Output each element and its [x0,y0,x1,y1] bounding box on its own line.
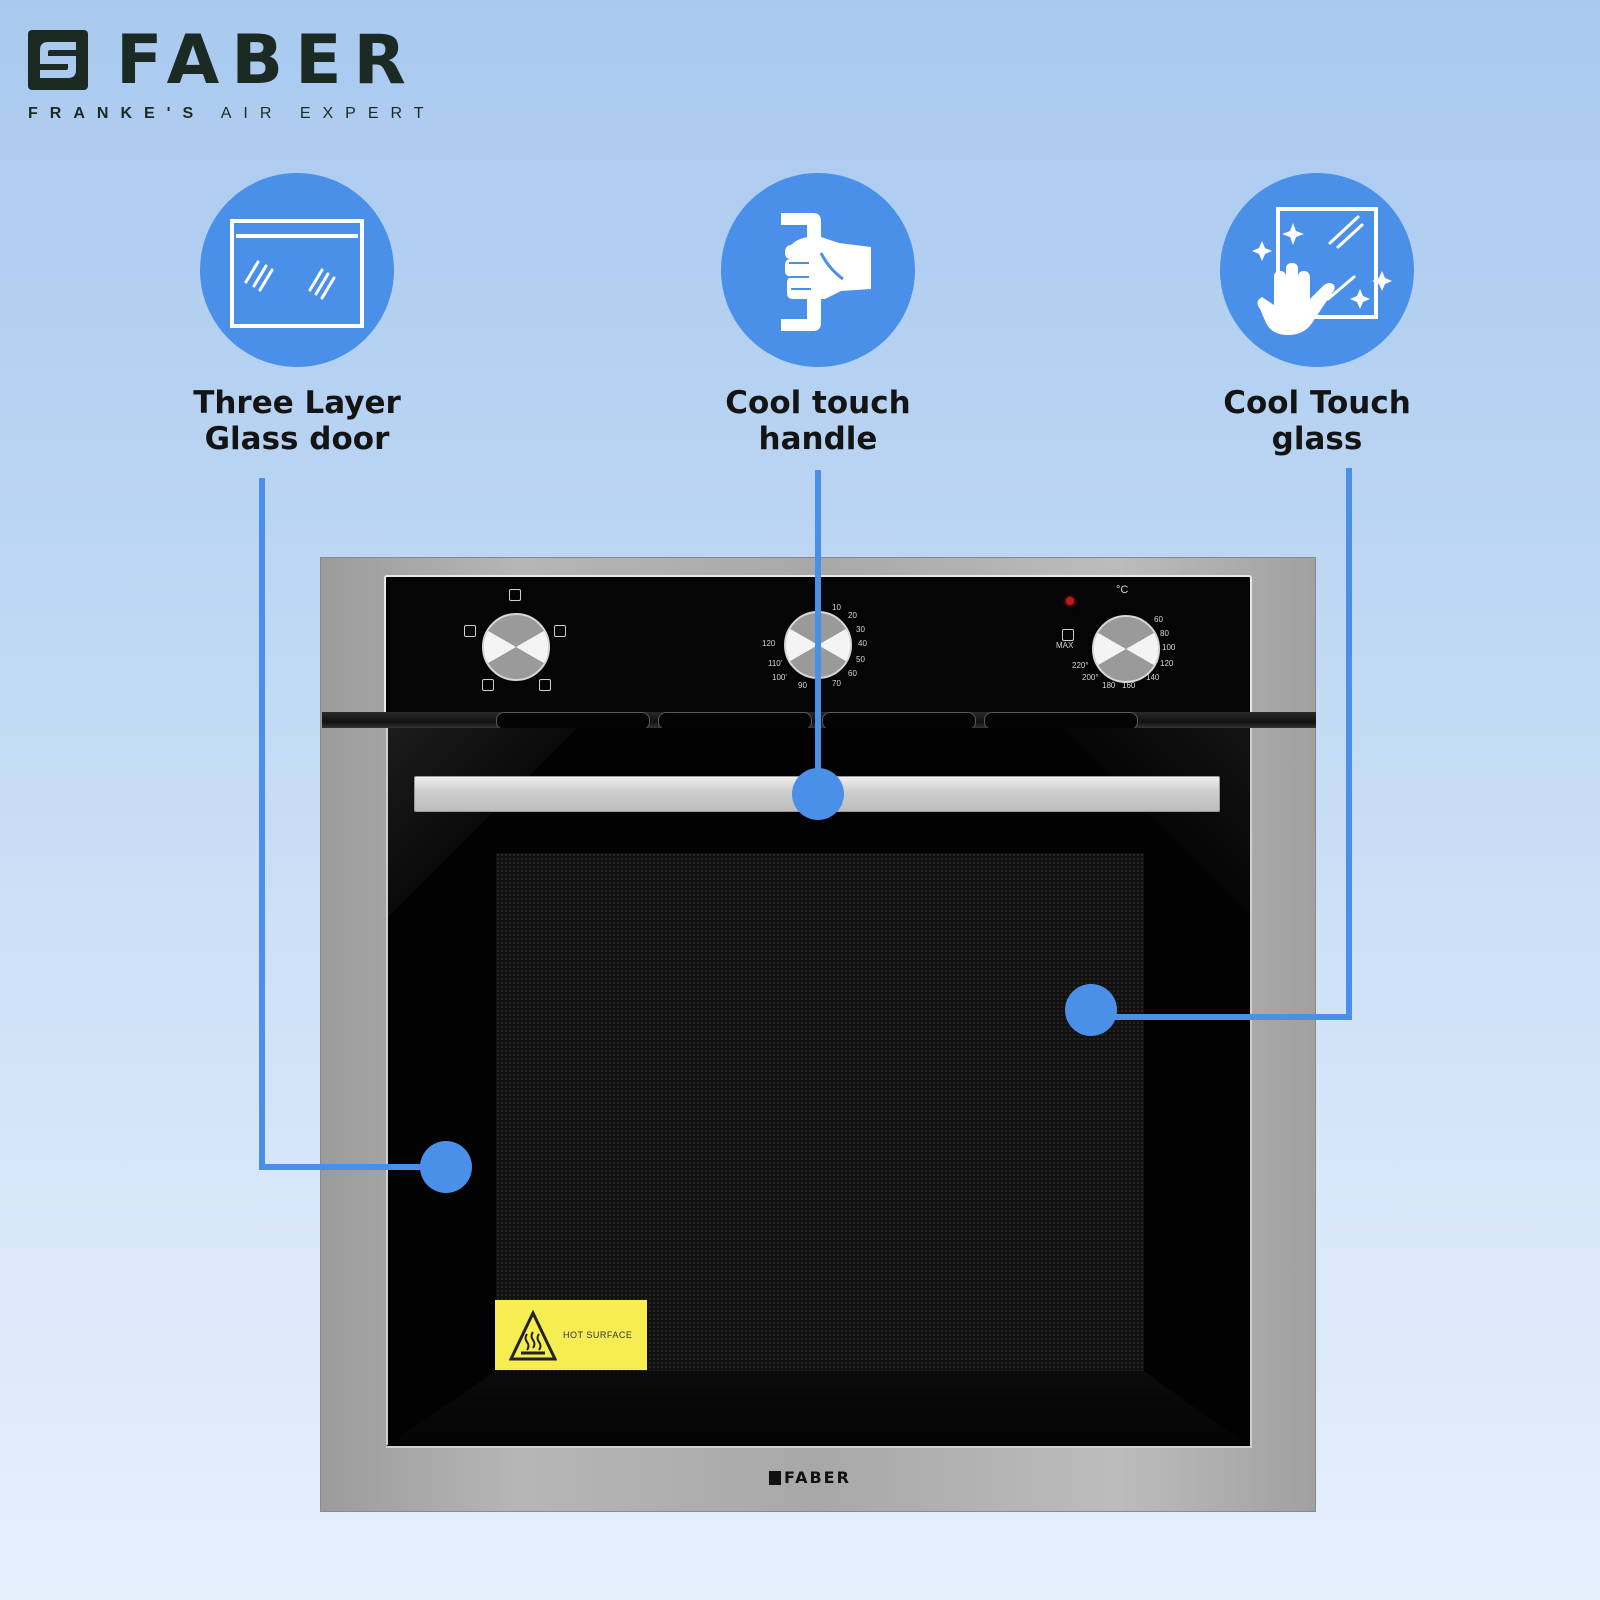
timer-label: 90 [798,681,807,690]
timer-label: 110' [768,659,783,668]
hand-grip-handle-icon [721,173,915,367]
oven-window-glass [496,853,1144,1371]
timer-label: 60 [848,669,857,678]
feature-three-layer-glass: Three Layer Glass door [147,173,447,457]
timer-label: 10 [832,603,841,612]
temp-label: 200° [1082,673,1099,682]
timer-label: 100' [772,673,787,682]
max-label: MAX [1056,641,1074,650]
glass-door-icon [200,173,394,367]
feature-label: Cool Touch glass [1223,385,1411,457]
function-knob[interactable] [482,613,550,681]
feature-label: Cool touch handle [725,385,911,457]
top-bottom-heat-icon [539,679,551,691]
faber-logo-icon [769,1471,781,1485]
max-grill-icon [1062,629,1074,641]
warning-text: HOT SURFACE [563,1330,633,1340]
temp-label: 120 [1160,659,1174,668]
hot-surface-warning-icon [509,1310,557,1361]
timer-label: 120 [762,639,776,648]
timer-label: 40 [858,639,867,648]
temp-label: 100 [1162,643,1176,652]
temp-label: 160 [1122,681,1136,690]
brand-name: FABER [116,21,418,100]
feature-label: Three Layer Glass door [193,385,401,457]
temp-label: 60 [1154,615,1163,624]
callout-dot-handle [792,768,844,820]
callout-dot-glass [1065,984,1117,1036]
callout-line-glass [1346,468,1352,1020]
tagline-bold: FRANKE'S [28,105,206,122]
brand-tagline: FRANKE'S AIR EXPERT [28,104,436,124]
timer-label: 20 [848,611,857,620]
timer-label: 70 [832,679,841,688]
fan-function-icon [554,625,566,637]
bottom-heat-icon [482,679,494,691]
temp-label: 220° [1072,661,1089,670]
callout-line-glass [1094,1014,1352,1020]
timer-label: 50 [856,655,865,664]
faber-logo-icon [28,30,88,90]
temp-label: 140 [1146,673,1160,682]
oven-brand-badge: FABER [769,1468,851,1487]
oven-function-top-icon [509,589,521,601]
callout-line-handle [815,470,821,788]
temperature-knob[interactable] [1092,615,1160,683]
temp-label: 80 [1160,629,1169,638]
door-bottom-panel [386,1371,1248,1446]
hand-wipe-glass-icon [1220,173,1414,367]
callout-line-glass-door [259,1164,449,1170]
tagline-rest: AIR EXPERT [220,105,436,122]
feature-cool-touch-handle: Cool touch handle [668,173,968,457]
callout-line-glass-door [259,478,265,1170]
feature-cool-touch-glass: Cool Touch glass [1167,173,1467,457]
callout-dot-glass-door [420,1141,472,1193]
grill-function-icon [464,625,476,637]
temp-label: 180 [1102,681,1116,690]
hot-surface-warning-label: HOT SURFACE [495,1300,647,1370]
temp-unit: °C [1116,584,1129,596]
timer-label: 30 [856,625,865,634]
power-indicator-led [1066,597,1074,605]
